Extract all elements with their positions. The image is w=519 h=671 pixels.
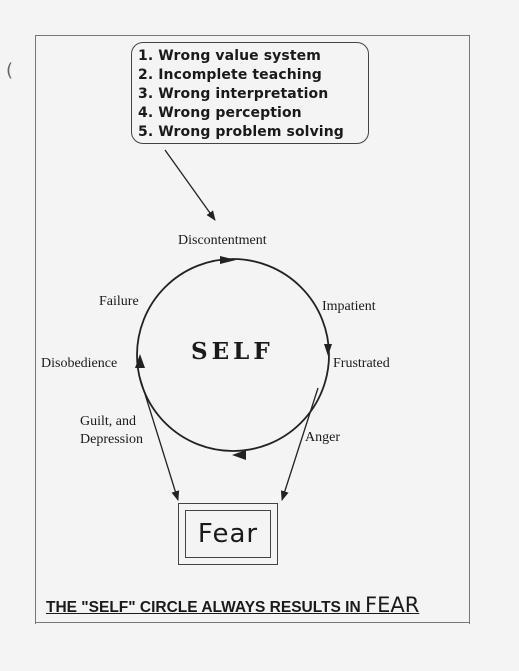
page-frame xyxy=(35,35,470,624)
label-anger: Anger xyxy=(305,430,340,445)
circle-arrow-top xyxy=(220,256,236,264)
cause-item: 1. Wrong value system xyxy=(138,48,321,64)
punch-hole-mark: ( xyxy=(6,60,14,81)
footer-emphasis: FEAR xyxy=(364,593,420,617)
cause-item: 2. Incomplete teaching xyxy=(138,67,322,83)
label-impatient: Impatient xyxy=(322,299,376,314)
fear-label: Fear xyxy=(185,510,271,558)
label-discontentment: Discontentment xyxy=(178,233,267,248)
label-failure: Failure xyxy=(99,294,139,309)
label-guilt-depression: Guilt, and Depression xyxy=(80,413,143,449)
label-frustrated: Frustrated xyxy=(333,356,390,371)
label-disobedience: Disobedience xyxy=(41,356,118,371)
fear-box: Fear xyxy=(178,503,278,565)
circle-arrow-bottom xyxy=(232,450,246,460)
right-to-fear-line xyxy=(280,387,319,501)
bottom-rule xyxy=(35,622,469,623)
label-guilt-line: Guilt, and xyxy=(80,414,136,429)
pointer-arrow xyxy=(164,149,216,221)
footer-caption: THE "SELF" CIRCLE ALWAYS RESULTS IN FEAR xyxy=(46,593,419,617)
circle-arrow-left xyxy=(135,354,145,368)
self-circle xyxy=(136,258,330,452)
cause-item: 4. Wrong perception xyxy=(138,105,302,121)
cause-item: 3. Wrong interpretation xyxy=(138,86,329,102)
causes-box: 1. Wrong value system 2. Incomplete teac… xyxy=(131,42,369,144)
self-center-label: SELF xyxy=(191,338,274,365)
left-to-fear-line xyxy=(139,377,180,501)
circle-arrow-right xyxy=(324,344,332,356)
label-depression-line: Depression xyxy=(80,432,143,447)
cause-item: 5. Wrong problem solving xyxy=(138,124,344,140)
footer-text: THE "SELF" CIRCLE ALWAYS RESULTS IN xyxy=(46,599,365,616)
